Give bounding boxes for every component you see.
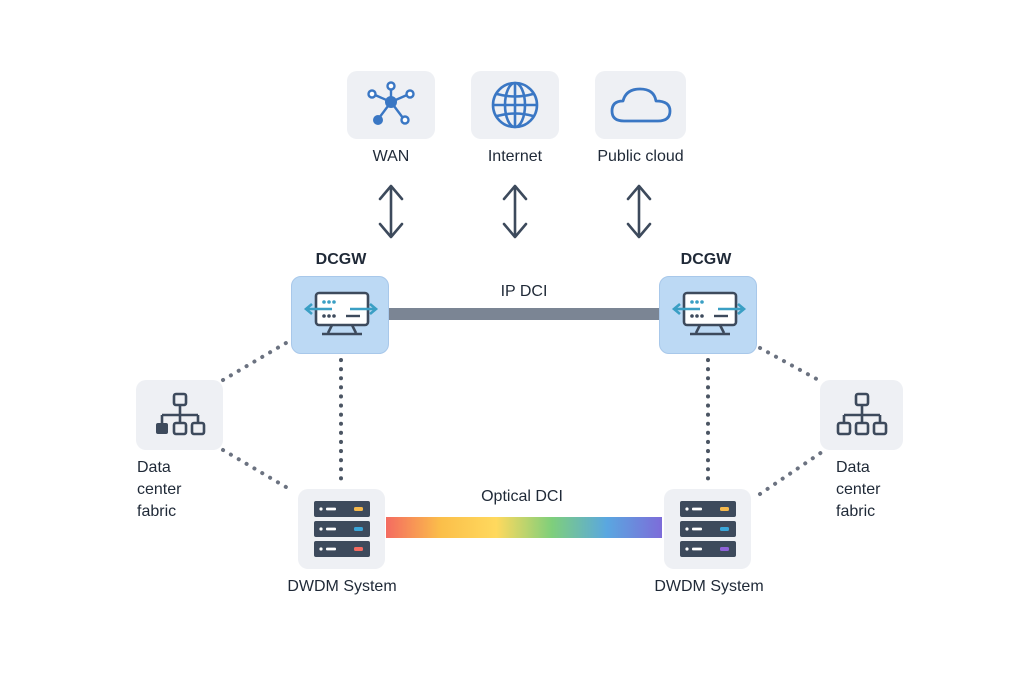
fabric-left-tile bbox=[136, 380, 223, 450]
cloud-label: Public cloud bbox=[597, 148, 684, 165]
left-fabric-dcgw-link bbox=[221, 338, 293, 382]
fabric-right-line3: fabric bbox=[836, 503, 876, 520]
fabric-right-tile bbox=[820, 380, 903, 450]
dcgw-left-label: DCGW bbox=[315, 251, 367, 268]
dcgw-right-node bbox=[659, 276, 757, 354]
gateway-icon bbox=[303, 291, 379, 336]
dwdm-right-label: DWDM System bbox=[654, 578, 764, 595]
right-fabric-dcgw-link bbox=[758, 346, 824, 384]
dwdm-left-tile bbox=[298, 489, 385, 569]
ip-dci-link bbox=[388, 308, 660, 320]
cloud-icon bbox=[610, 87, 671, 123]
server-rack-icon bbox=[679, 501, 736, 557]
fabric-left-line1: Data bbox=[137, 459, 171, 476]
fabric-right-line1: Data bbox=[836, 459, 870, 476]
dwdm-right-tile bbox=[664, 489, 751, 569]
cloud-arrow bbox=[626, 184, 652, 239]
fabric-right-line2: center bbox=[836, 481, 881, 498]
fabric-left-label: Data center fabric bbox=[137, 457, 227, 523]
network-star-icon bbox=[367, 81, 415, 125]
hierarchy-icon bbox=[155, 392, 205, 436]
ip-dci-label: IP DCI bbox=[500, 283, 548, 300]
wan-arrow bbox=[378, 184, 404, 239]
wan-label: WAN bbox=[372, 148, 410, 165]
left-fabric-dwdm-link bbox=[221, 448, 293, 492]
optical-dci-link bbox=[386, 517, 662, 538]
dcgw-right-label: DCGW bbox=[680, 251, 732, 268]
fabric-right-label: Data center fabric bbox=[836, 457, 926, 523]
fabric-left-line3: fabric bbox=[137, 503, 177, 520]
internet-label: Internet bbox=[487, 148, 543, 165]
dwdm-left-label: DWDM System bbox=[287, 578, 397, 595]
wan-tile bbox=[347, 71, 435, 139]
hierarchy-icon bbox=[836, 392, 887, 436]
cloud-tile bbox=[595, 71, 686, 139]
globe-icon bbox=[491, 81, 539, 129]
server-rack-icon bbox=[313, 501, 370, 557]
dcgw-left-node bbox=[291, 276, 389, 354]
internet-arrow bbox=[502, 184, 528, 239]
optical-dci-label: Optical DCI bbox=[481, 488, 563, 505]
fabric-left-line2: center bbox=[137, 481, 182, 498]
gateway-icon bbox=[671, 291, 747, 336]
internet-tile bbox=[471, 71, 559, 139]
right-fabric-dwdm-link bbox=[758, 450, 824, 496]
